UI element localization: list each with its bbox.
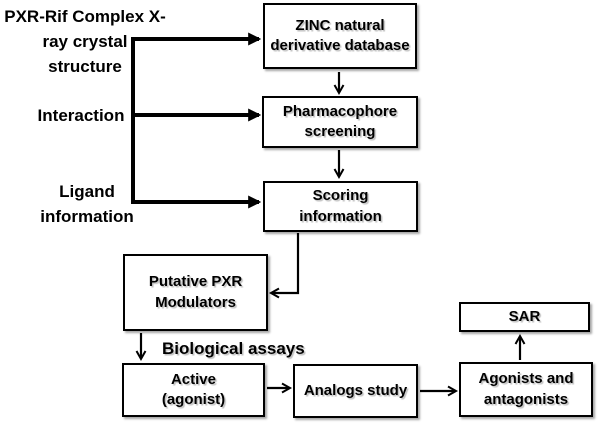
node-agonists-antagonists: Agonists and antagonists — [459, 362, 593, 417]
node-pharmacophore-screening-label: Pharmacophore screening — [282, 102, 398, 140]
node-scoring-information-label: Scoring information — [299, 187, 382, 225]
node-analogs-study-label: Analogs study — [303, 381, 408, 399]
label-crystal-structure: PXR-Rif Complex X- ray crystal structure — [4, 7, 166, 76]
node-putative-pxr-modulators-label: Putative PXR Modulators — [148, 273, 243, 311]
node-active-agonist-label: Active (agonist) — [161, 370, 226, 408]
node-sar: SAR — [459, 302, 590, 332]
node-sar-label: SAR — [508, 307, 541, 325]
label-ligand-information: Ligand information — [40, 182, 134, 226]
node-zinc-database: ZINC natural derivative database — [263, 3, 417, 69]
node-zinc-database-label: ZINC natural derivative database — [270, 16, 410, 54]
node-analogs-study: Analogs study — [293, 364, 418, 418]
arrow-scoring-to-putative — [268, 233, 300, 299]
node-scoring-information: Scoring information — [263, 181, 418, 232]
node-active-agonist: Active (agonist) — [122, 363, 265, 417]
node-putative-pxr-modulators: Putative PXR Modulators — [123, 254, 268, 331]
label-biological-assays: Biological assays — [162, 339, 305, 358]
node-pharmacophore-screening: Pharmacophore screening — [262, 96, 418, 148]
label-interaction: Interaction — [37, 106, 125, 125]
node-agonists-antagonists-label: Agonists and antagonists — [478, 370, 574, 408]
